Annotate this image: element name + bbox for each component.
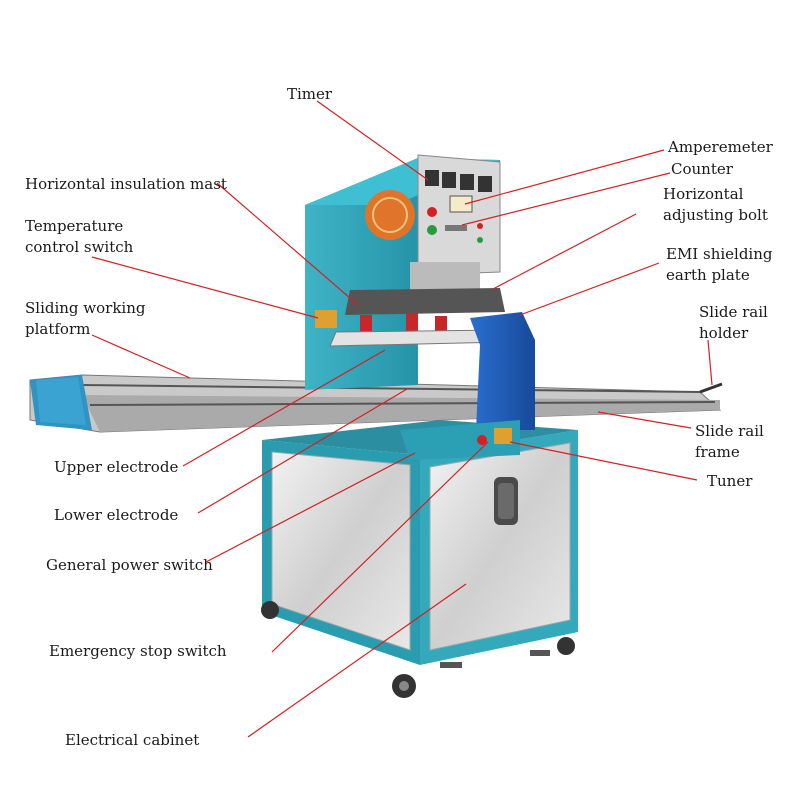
label-general-power-switch: General power switch: [46, 556, 213, 574]
leader-horizontal-adjusting-bolt: [492, 213, 637, 290]
label-counter: Counter: [671, 160, 733, 178]
label-horizontal-adjusting-bolt-line2: adjusting bolt: [663, 206, 768, 224]
caster-wheels: [261, 601, 575, 698]
label-horizontal-adjusting-bolt-line1: Horizontal: [663, 185, 744, 203]
leader-timer: [316, 100, 429, 181]
tuner-box: [400, 420, 520, 460]
leader-general-power-switch: [205, 452, 416, 563]
label-slide-rail-holder-line2: holder: [699, 324, 749, 342]
label-electrical-cabinet: Electrical cabinet: [65, 731, 200, 749]
label-slide-rail-holder-line1: Slide rail: [699, 303, 768, 321]
label-sliding-platform-line2: platform: [25, 320, 91, 338]
leader-slide-rail-holder: [707, 339, 713, 386]
label-timer: Timer: [287, 85, 333, 103]
leader-slide-rail-frame: [597, 411, 692, 429]
leader-emi-shielding: [519, 262, 660, 316]
label-upper-electrode: Upper electrode: [54, 458, 179, 476]
amperemeter-dial: [449, 195, 473, 213]
label-emi-shielding-line2: earth plate: [666, 266, 750, 284]
slide-rail-frame-shape: [29, 374, 722, 433]
leader-counter: [461, 172, 671, 226]
label-emergency-stop-switch: Emergency stop switch: [49, 642, 227, 660]
label-temperature-control-switch-line1: Temperature: [25, 217, 124, 235]
label-sliding-platform-line1: Sliding working: [25, 299, 146, 317]
leader-lines: [91, 100, 713, 738]
label-horizontal-insulation-mast: Horizontal insulation mast: [25, 175, 227, 193]
upper-electrode-shape: [315, 262, 506, 347]
label-amperemeter: Amperemeter: [668, 138, 773, 156]
control-panel-shape: [417, 154, 501, 276]
leader-upper-electrode: [182, 349, 386, 467]
leader-tuner: [509, 441, 698, 481]
label-tuner: Tuner: [707, 472, 753, 490]
leader-temperature-control-switch: [91, 256, 319, 319]
label-emi-shielding-line1: EMI shielding: [666, 245, 773, 263]
leader-lower-electrode: [197, 388, 408, 514]
leader-horizontal-insulation-mast: [216, 182, 359, 306]
leader-amperemeter: [464, 149, 665, 205]
emi-shield-shape: [470, 312, 535, 430]
label-lower-electrode: Lower electrode: [54, 506, 179, 524]
leader-emergency-stop-switch: [271, 441, 489, 653]
leader-sliding-platform: [91, 334, 191, 379]
label-slide-rail-frame-line1: Slide rail: [695, 422, 764, 440]
label-temperature-control-switch-line2: control switch: [25, 238, 134, 256]
leader-electrical-cabinet: [247, 583, 467, 738]
label-slide-rail-frame-line2: frame: [695, 443, 740, 461]
